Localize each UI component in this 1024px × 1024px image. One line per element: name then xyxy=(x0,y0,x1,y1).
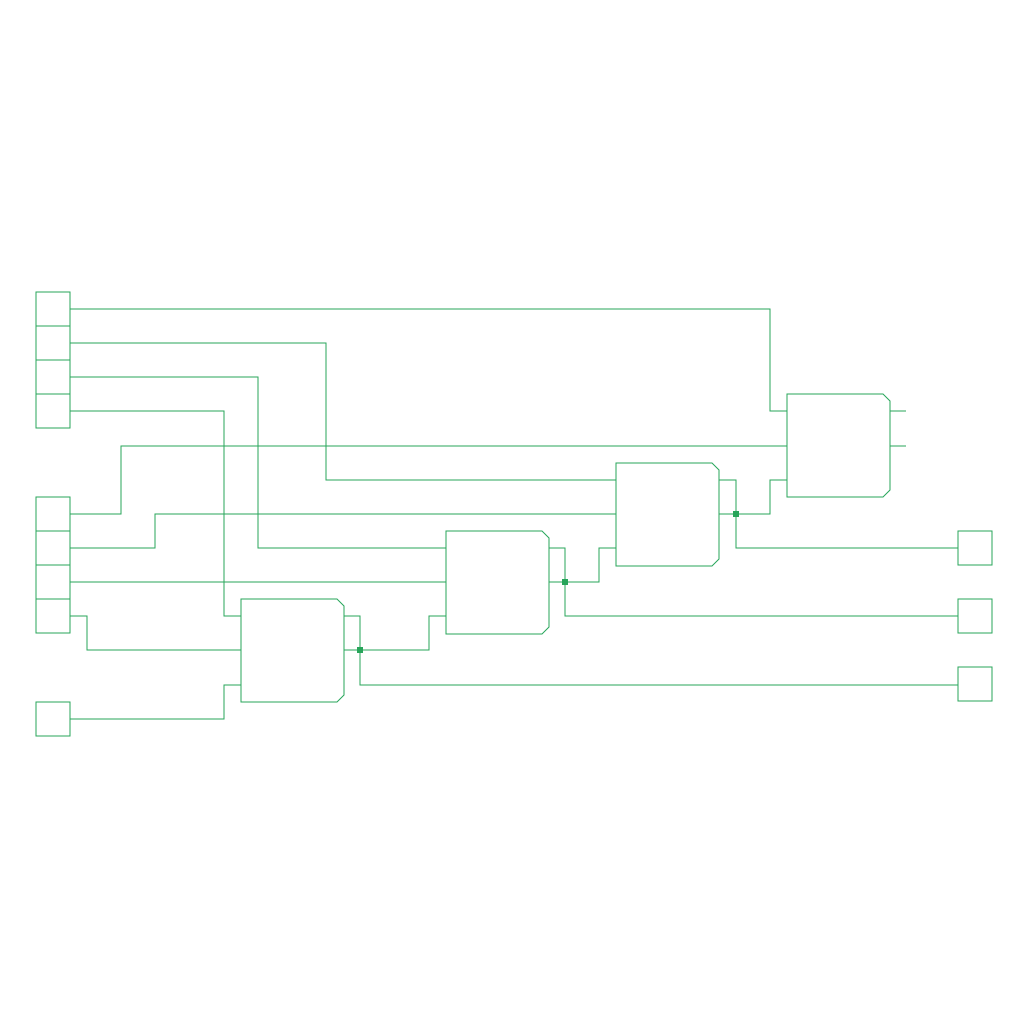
input-port[interactable] xyxy=(35,325,71,361)
logic-block-4[interactable] xyxy=(786,393,891,498)
input-port[interactable] xyxy=(35,530,71,566)
logic-block-3[interactable] xyxy=(615,462,720,567)
input-port-group-middle xyxy=(35,496,71,634)
output-port[interactable] xyxy=(957,666,993,702)
logic-block-2[interactable] xyxy=(445,530,550,635)
junction-dot xyxy=(562,579,568,585)
wire xyxy=(70,342,616,481)
wire xyxy=(70,615,241,651)
input-port[interactable] xyxy=(35,496,71,532)
junction-dot xyxy=(733,511,739,517)
wire xyxy=(70,445,787,515)
input-port[interactable] xyxy=(35,393,71,429)
wire xyxy=(549,547,616,583)
input-port[interactable] xyxy=(35,291,71,327)
wire-group xyxy=(70,308,958,720)
input-port[interactable] xyxy=(35,359,71,395)
input-port-group-top xyxy=(35,291,71,429)
wire xyxy=(70,684,241,720)
wire xyxy=(70,308,787,412)
input-port-carry[interactable] xyxy=(35,701,71,737)
junction-group xyxy=(357,511,739,653)
wire xyxy=(549,547,958,617)
wire xyxy=(344,615,446,651)
junction-dot xyxy=(357,647,363,653)
wire xyxy=(719,479,787,515)
input-port[interactable] xyxy=(35,564,71,600)
output-port[interactable] xyxy=(957,530,993,566)
input-port[interactable] xyxy=(35,598,71,634)
logic-block-1[interactable] xyxy=(240,598,345,703)
wire xyxy=(70,376,446,549)
wire xyxy=(344,615,958,686)
output-port[interactable] xyxy=(957,598,993,634)
wire xyxy=(70,513,616,549)
